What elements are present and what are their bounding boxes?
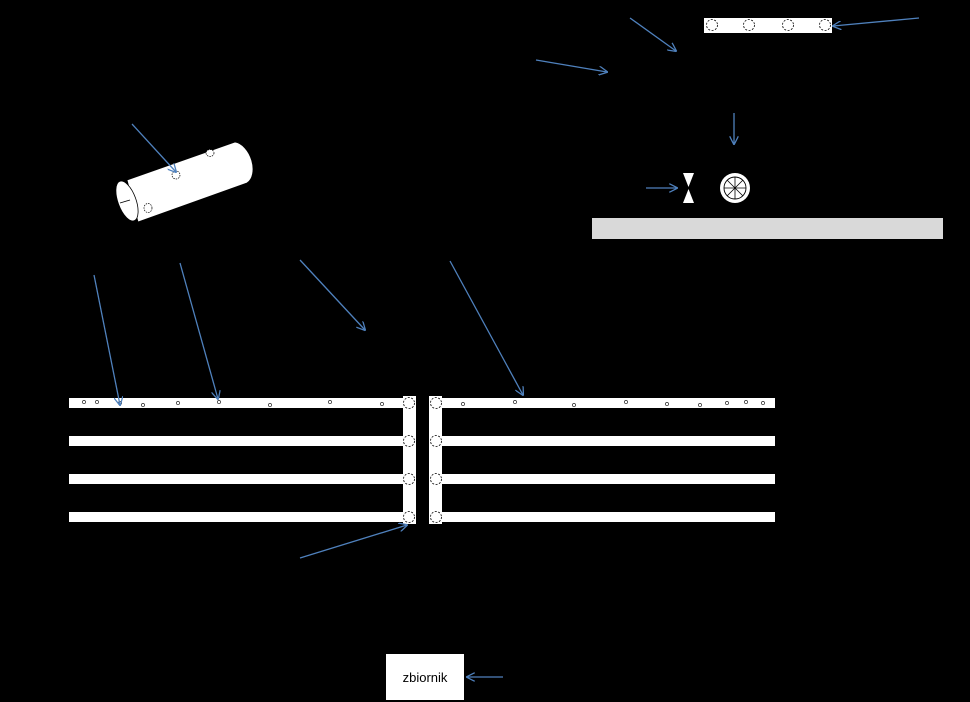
pump-icon <box>720 173 750 203</box>
manifold-left <box>403 396 416 524</box>
pipe-segment-icon <box>115 141 254 223</box>
valve-icon <box>683 173 694 203</box>
tank-box: zbiornik <box>386 654 464 700</box>
tank-label: zbiornik <box>402 669 448 685</box>
emitters <box>82 400 765 407</box>
pipe-segment-top <box>704 18 832 33</box>
arrows <box>93 17 920 677</box>
ground-bar <box>592 218 943 239</box>
manifold-right <box>429 396 442 524</box>
laterals-right <box>442 398 775 522</box>
laterals-left <box>69 398 403 522</box>
